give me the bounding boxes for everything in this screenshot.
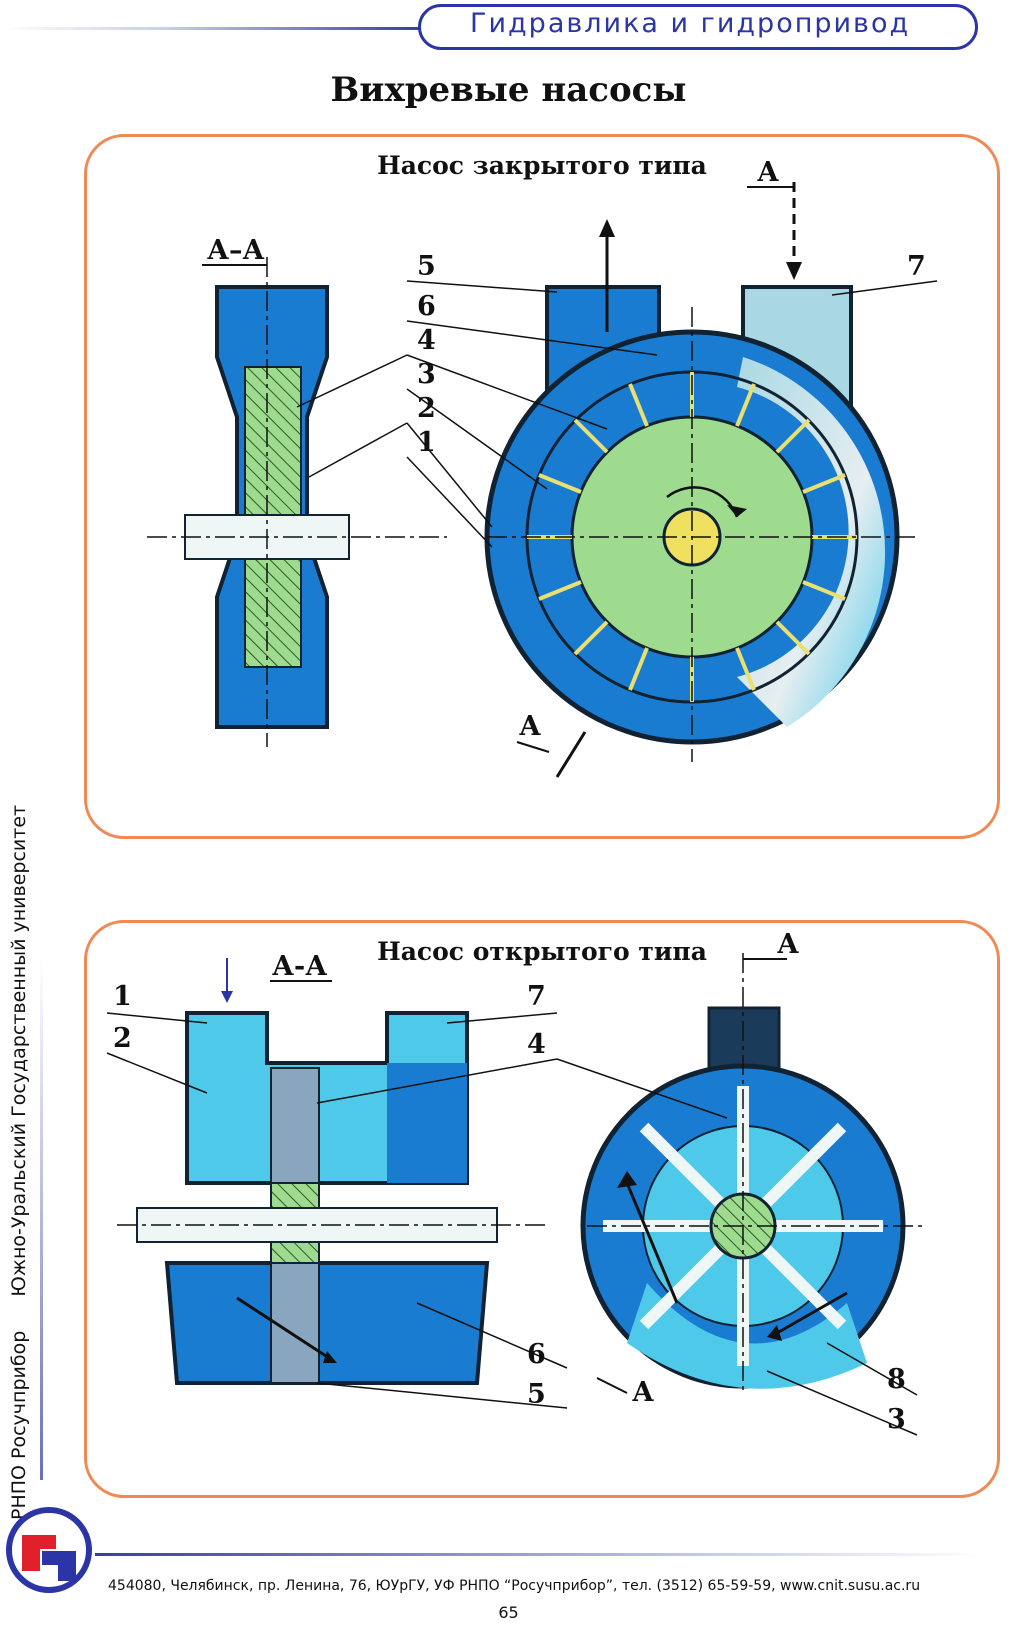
closed-pump-diagram: А–А bbox=[147, 157, 938, 778]
svg-text:4: 4 bbox=[527, 1029, 546, 1060]
closed-pump-panel: Насос закрытого типа А–А bbox=[84, 134, 1000, 839]
open-section-label: А-А bbox=[272, 951, 327, 982]
open-pump-title: Насос открытого типа bbox=[377, 937, 707, 966]
header-tab bbox=[418, 4, 978, 50]
svg-text:5: 5 bbox=[527, 1379, 546, 1410]
svg-text:7: 7 bbox=[907, 251, 926, 282]
open-pump-diagram: А-А bbox=[106, 929, 927, 1436]
svg-text:4: 4 bbox=[417, 325, 436, 356]
svg-text:1: 1 bbox=[113, 981, 132, 1012]
svg-text:2: 2 bbox=[113, 1023, 132, 1054]
open-pump-panel: Насос открытого типа А-А bbox=[84, 920, 1000, 1498]
closed-callouts: 5 6 4 3 2 1 7 bbox=[296, 251, 938, 548]
open-marker-bottom: А bbox=[632, 1377, 654, 1408]
svg-text:8: 8 bbox=[887, 1364, 906, 1395]
sidebar-university: Южно-Уральский Государственный университ… bbox=[8, 804, 30, 1297]
sidebar-org: РНПО Росучприбор bbox=[8, 1330, 30, 1520]
rnpo-logo bbox=[6, 1507, 92, 1593]
svg-text:3: 3 bbox=[417, 359, 436, 390]
closed-section-view bbox=[147, 257, 447, 747]
closed-section-label: А–А bbox=[207, 235, 264, 266]
open-front-view bbox=[580, 953, 927, 1393]
svg-text:6: 6 bbox=[417, 291, 436, 322]
closed-pump-title: Насос закрытого типа bbox=[377, 151, 707, 180]
section-title: Гидравлика и гидропривод bbox=[470, 8, 911, 39]
svg-text:2: 2 bbox=[417, 393, 436, 424]
footer-address: 454080, Челябинск, пр. Ленина, 76, ЮУрГУ… bbox=[108, 1578, 921, 1594]
svg-text:7: 7 bbox=[527, 981, 546, 1012]
svg-text:1: 1 bbox=[417, 427, 436, 458]
svg-text:5: 5 bbox=[417, 251, 436, 282]
open-section-view bbox=[117, 958, 547, 1385]
page-title: Вихревые насосы bbox=[330, 70, 687, 110]
sidebar-text: РНПО Росучприбор Южно-Уральский Государс… bbox=[8, 777, 30, 1520]
closed-front-view bbox=[484, 182, 917, 762]
header-rule bbox=[0, 27, 420, 30]
closed-marker-top: А bbox=[757, 157, 779, 188]
open-marker-top: А bbox=[777, 929, 799, 960]
sidebar-rule bbox=[40, 960, 43, 1480]
closed-marker-bottom: А bbox=[519, 711, 541, 742]
svg-text:3: 3 bbox=[887, 1404, 906, 1435]
open-callouts: 1 2 7 4 6 5 8 3 bbox=[106, 981, 918, 1436]
footer-rule bbox=[95, 1553, 985, 1556]
page-number: 65 bbox=[498, 1603, 519, 1622]
